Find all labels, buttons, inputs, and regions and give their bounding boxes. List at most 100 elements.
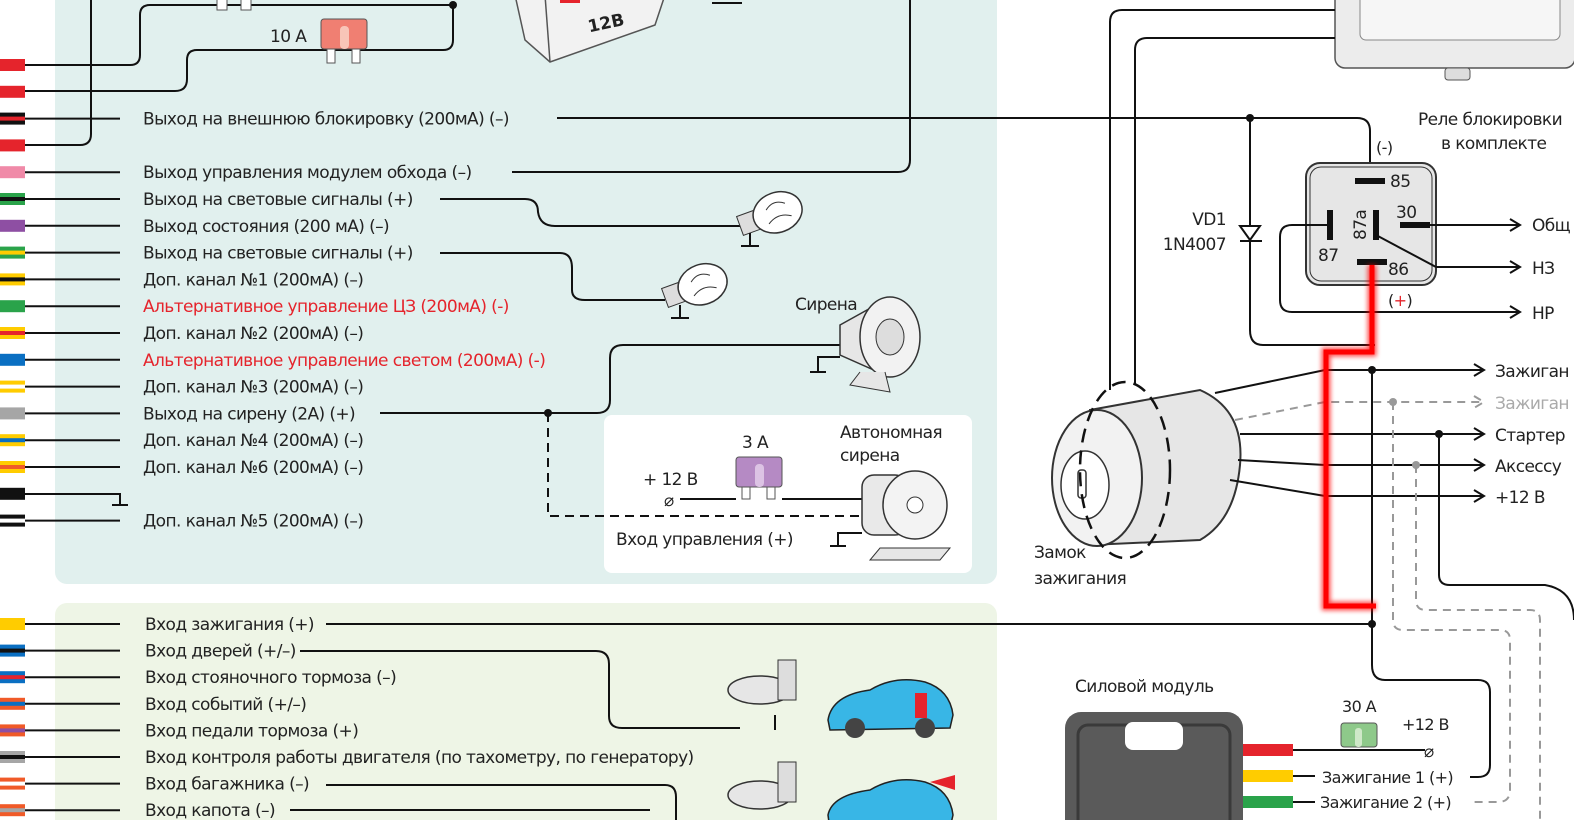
autonomous-siren-title-1: Автономная	[840, 423, 942, 443]
relay-title-2: в комплекте	[1441, 134, 1547, 154]
power-wires: 10 А 12В	[25, 0, 1371, 517]
relay-icon	[1305, 162, 1437, 286]
bottom-wire-list: Вход зажигания (+) Вход дверей (+/–) Вход …	[0, 615, 694, 820]
wire-stripe	[0, 277, 25, 282]
wire-label: Вход багажника (–)	[145, 775, 309, 795]
relay-output-nc: НЗ	[1532, 259, 1554, 279]
wire-label: Доп. канал №6 (200мА) (–)	[143, 458, 363, 478]
wire-color-swatch	[0, 59, 25, 71]
door-switch-icon	[727, 659, 797, 730]
car-icon	[827, 679, 954, 738]
fuse-30a-icon	[1340, 722, 1378, 748]
wire-label: Доп. канал №3 (200мА) (–)	[143, 378, 363, 398]
wire-label: Доп. канал №2 (200мА) (–)	[143, 324, 363, 344]
fuse-10a-label: 10 А	[270, 27, 307, 47]
fuse-top-icon	[216, 0, 252, 11]
top-wire-list: Выход на внешнюю блокировку (200мА) (–) В…	[0, 59, 546, 532]
wire-label: Выход на внешнюю блокировку (200мА) (–)	[143, 110, 509, 130]
wire-color-swatch	[0, 139, 25, 152]
relay-pin-87: 87	[1318, 246, 1338, 266]
wire-label: Выход управления модулем обхода (–)	[143, 163, 472, 183]
wire-stripe	[0, 755, 25, 759]
autonomous-siren-power-label: + 12 В	[643, 470, 698, 490]
wire-color-swatch	[0, 166, 25, 179]
autonomous-siren-control-label: Вход управления (+)	[616, 530, 793, 550]
siren-icon	[839, 296, 921, 393]
battery-icon: 12В	[515, 0, 665, 63]
wire-color-swatch	[0, 407, 25, 420]
ignition-output-starter: Стартер	[1495, 426, 1565, 446]
fuse-10a-icon	[320, 18, 368, 64]
wire-stripe	[0, 250, 25, 255]
wire-label: Выход на световые сигналы (+)	[143, 190, 413, 210]
wire-stripe	[0, 465, 25, 469]
ignition-lock-label-2: зажигания	[1034, 569, 1126, 589]
siren-label: Сирена	[795, 295, 857, 315]
power-module-icon	[1065, 712, 1293, 820]
wire-stripe	[0, 197, 25, 201]
relay-output-no: НР	[1532, 304, 1554, 324]
ignition-output-1: Зажиган	[1495, 362, 1569, 382]
wire-label: Вход зажигания (+)	[145, 615, 314, 635]
wire-stripe	[0, 648, 25, 653]
wire-stripe	[0, 331, 25, 335]
power-module-12v-label: +12 В	[1402, 715, 1449, 734]
relay-output-common: Общ	[1532, 216, 1571, 236]
control-unit-icon	[1334, 0, 1574, 81]
fuse-3a-label: 3 А	[742, 433, 769, 453]
diode-name: VD1	[1192, 210, 1226, 230]
wire-color-swatch	[0, 300, 25, 313]
car-trunk-icon	[827, 775, 955, 820]
relay-pin-86: 86	[1388, 260, 1408, 280]
wire-label: Выход на световые сигналы (+)	[143, 244, 413, 264]
wire-color-swatch	[0, 618, 25, 630]
bottom-panel	[55, 603, 997, 820]
wire-label: Доп. канал №4 (200мА) (–)	[143, 431, 363, 451]
power-module-title: Силовой модуль	[1075, 677, 1214, 697]
wire-color-swatch	[0, 353, 25, 366]
wire-label: Выход на сирену (2А) (+)	[143, 404, 355, 424]
terminal-icon: ⌀	[664, 491, 674, 511]
ignition-lock-icon	[1051, 380, 1242, 560]
wire-label: Вход контроля работы двигателя (по тахом…	[145, 748, 694, 768]
relay-pin-30: 30	[1396, 203, 1416, 223]
relay-86-polarity: (+)	[1388, 291, 1412, 310]
wire-label: Доп. канал №5 (200мА) (–)	[143, 512, 363, 532]
relay-pin-87a: 87a	[1351, 210, 1371, 240]
ignition-output-2: Зажиган	[1495, 394, 1569, 414]
diode-icon	[1238, 225, 1262, 242]
wire-label: Вход капота (–)	[145, 801, 275, 820]
power-module-ign2: Зажигание 2 (+)	[1320, 793, 1451, 812]
wire-stripe	[0, 116, 25, 121]
ignition-output-accessory: Аксессу	[1495, 457, 1562, 477]
bulb-icon	[660, 262, 728, 309]
wire-label: Вход педали тормоза (+)	[145, 721, 358, 741]
wire-stripe	[0, 518, 25, 523]
ignition-output-12v: +12 В	[1495, 488, 1545, 508]
autonomous-siren-title-2: сирена	[840, 446, 900, 466]
wire-stripe	[0, 808, 25, 813]
wire-stripe	[0, 438, 25, 443]
wire-stripe	[0, 781, 25, 786]
wire-color-swatch	[0, 219, 25, 232]
wire-color-swatch	[0, 85, 25, 98]
wire-label: Вход дверей (+/–)	[145, 642, 296, 662]
wire-stripe	[0, 675, 25, 680]
ignition-lock-label-1: Замок	[1034, 543, 1086, 563]
wire-label: Вход стояночного тормоза (–)	[145, 668, 396, 688]
wire-stripe	[0, 384, 25, 389]
wire-label: Альтернативное управление светом (200мА)…	[143, 351, 545, 371]
relay-85-polarity: (-)	[1376, 138, 1392, 157]
wire-label: Выход состояния (200 мА) (–)	[143, 217, 389, 237]
diode-part: 1N4007	[1163, 235, 1226, 255]
hood-switch-icon	[727, 761, 797, 810]
autonomous-siren-icon	[861, 470, 952, 561]
wire-label: Альтернативное управление ЦЗ (200мА) (-)	[143, 297, 509, 317]
relay-title-1: Реле блокировки	[1418, 110, 1562, 130]
bulb-icon	[735, 190, 803, 237]
highlight-wire	[1323, 265, 1376, 609]
wire-stripe	[0, 728, 25, 733]
fuse-30a-label: 30 А	[1342, 697, 1377, 716]
highlight-wire-glow	[1321, 265, 1377, 611]
